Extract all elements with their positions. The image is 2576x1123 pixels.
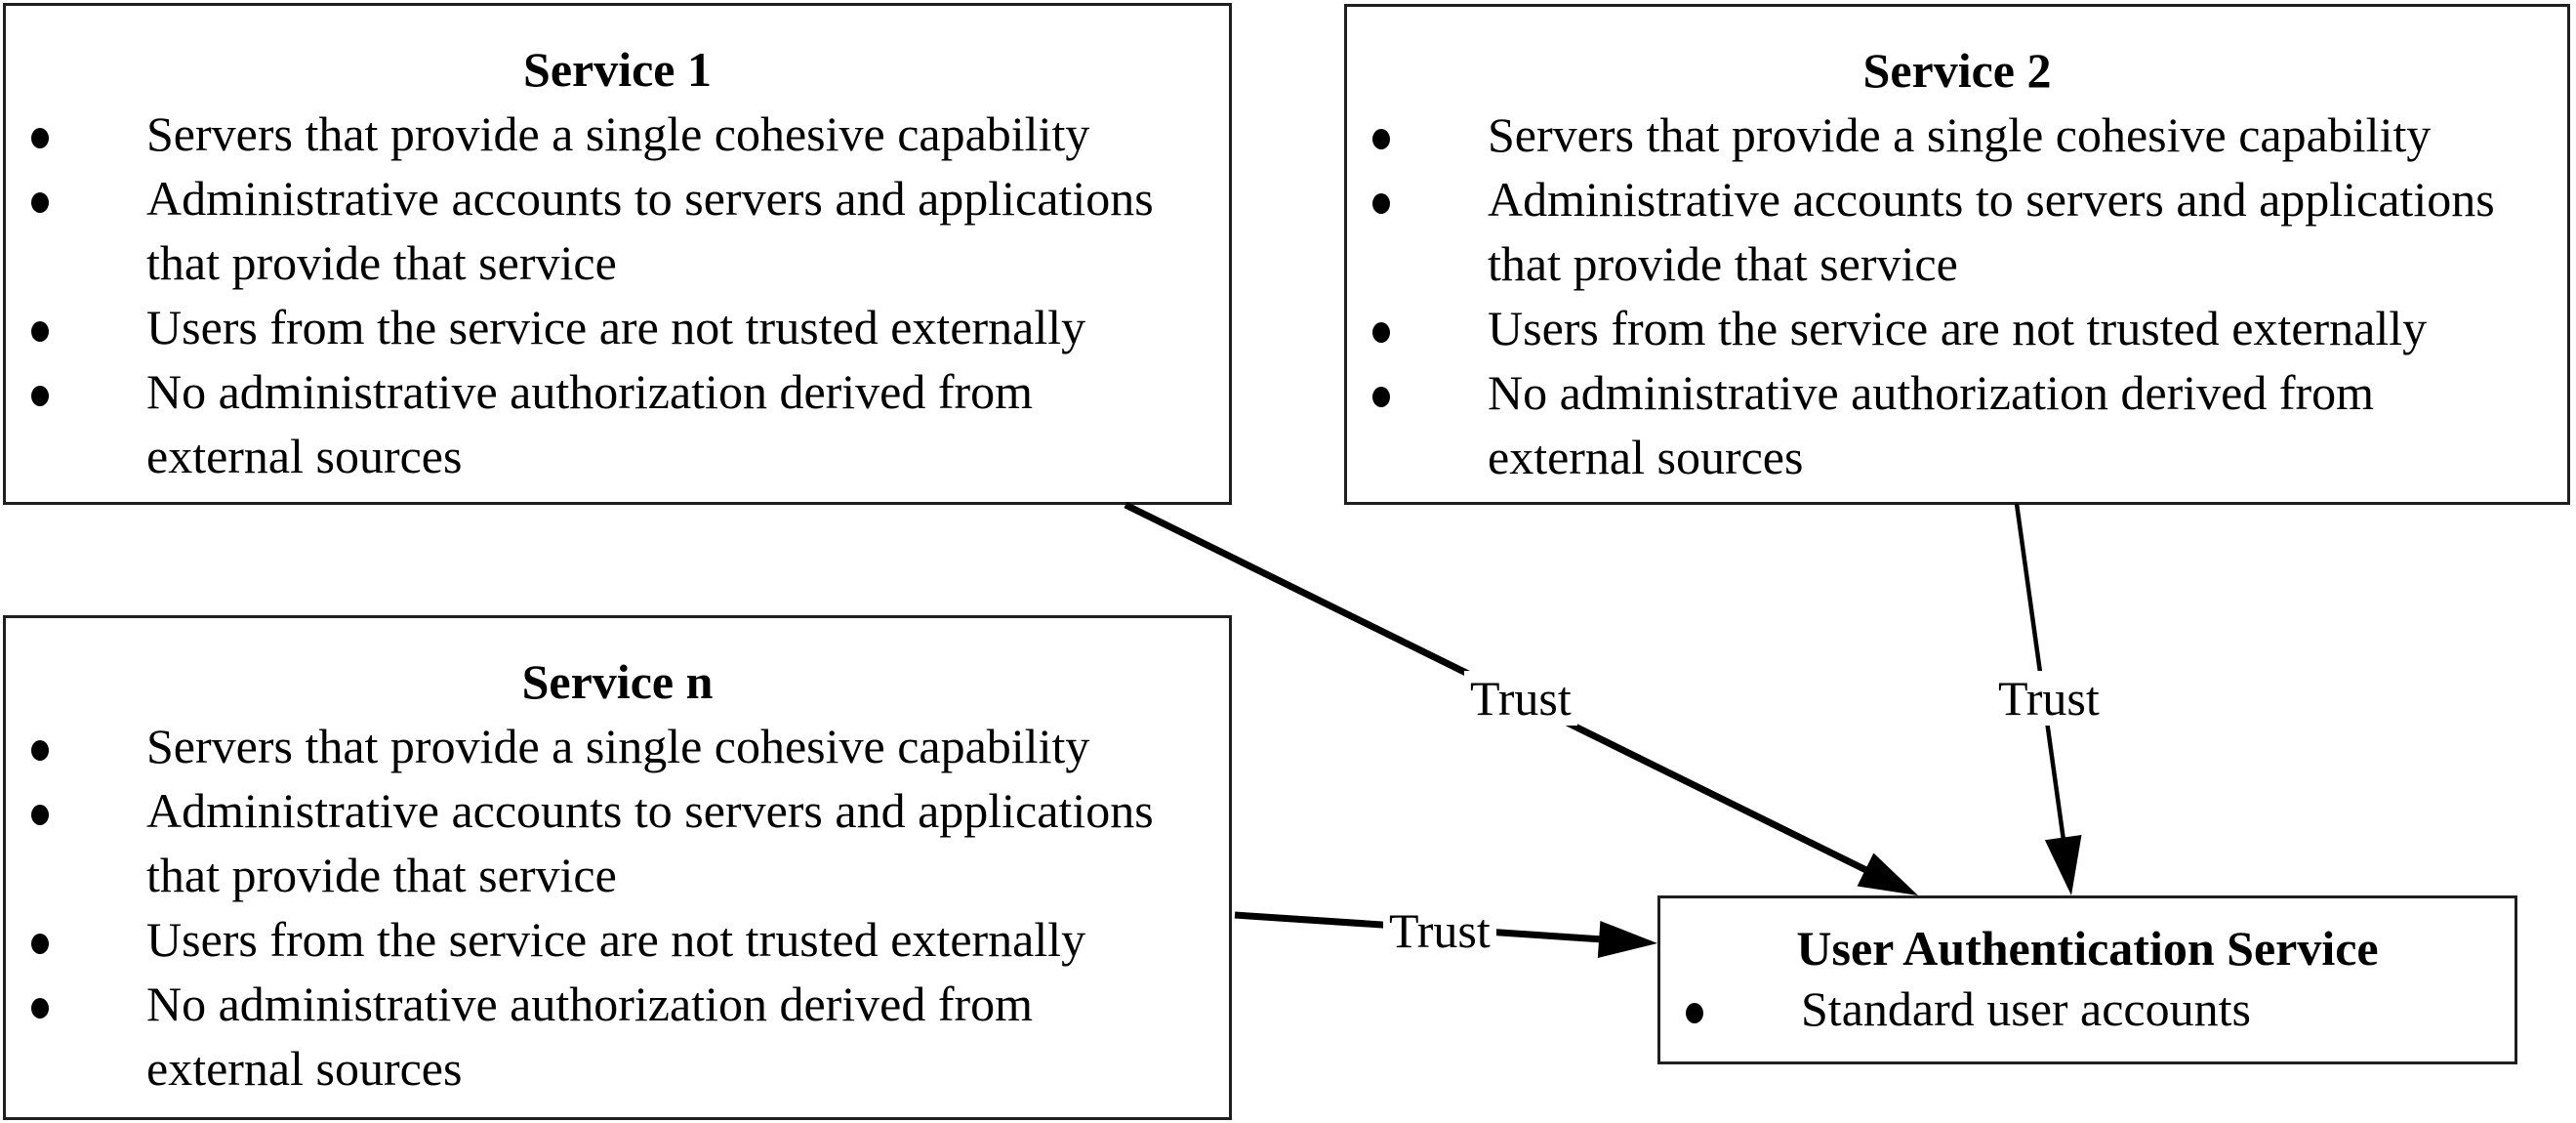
bullet-text: Servers that provide a single cohesive c… bbox=[146, 719, 1090, 773]
trust-label-servicen: Trust bbox=[1383, 903, 1496, 958]
bullet-text: No administrative authorization derived … bbox=[146, 364, 1034, 483]
bullet-text: Users from the service are not trusted e… bbox=[1488, 301, 2428, 355]
service-1-bullet-1: Servers that provide a single cohesive c… bbox=[6, 102, 1229, 166]
trust-label-service1: Trust bbox=[1464, 671, 1577, 726]
bullet-icon bbox=[31, 386, 49, 406]
bullet-text: Servers that provide a single cohesive c… bbox=[1488, 107, 2432, 162]
uas-bullet-1: Standard user accounts bbox=[1660, 978, 2515, 1039]
service-2-bullet-4: No administrative authorization derived … bbox=[1347, 360, 2567, 489]
bullet-text: Servers that provide a single cohesive c… bbox=[146, 106, 1090, 161]
service-n-bullet-1: Servers that provide a single cohesive c… bbox=[6, 714, 1229, 778]
bullet-icon bbox=[31, 998, 49, 1019]
service-1-bullet-2: Administrative accounts to servers and a… bbox=[6, 166, 1229, 295]
bullet-icon bbox=[31, 321, 49, 342]
bullet-icon bbox=[31, 934, 49, 954]
service-1-title: Service 1 bbox=[523, 42, 712, 97]
bullet-text: No administrative authorization derived … bbox=[1488, 365, 2375, 484]
service-n-bullet-4: No administrative authorization derived … bbox=[6, 972, 1229, 1101]
bullet-icon bbox=[1372, 129, 1390, 149]
bullet-text: Administrative accounts to servers and a… bbox=[1488, 172, 2495, 291]
service-2-bullet-1: Servers that provide a single cohesive c… bbox=[1347, 103, 2567, 167]
bullet-text: Administrative accounts to servers and a… bbox=[146, 171, 1154, 290]
bullet-text: Administrative accounts to servers and a… bbox=[146, 783, 1154, 902]
bullet-icon bbox=[1686, 1003, 1703, 1023]
bullet-icon bbox=[31, 805, 49, 825]
service-2-bullet-2: Administrative accounts to servers and a… bbox=[1347, 167, 2567, 296]
user-authentication-service-title: User Authentication Service bbox=[1796, 921, 2379, 976]
service-2-bullet-3: Users from the service are not trusted e… bbox=[1347, 296, 2567, 360]
bullet-icon bbox=[31, 128, 49, 148]
service-n-bullet-2: Administrative accounts to servers and a… bbox=[6, 778, 1229, 907]
bullet-icon bbox=[1372, 387, 1390, 407]
service-1-box: Service 1 Servers that provide a single … bbox=[3, 3, 1232, 505]
bullet-text: No administrative authorization derived … bbox=[146, 977, 1034, 1096]
user-authentication-service-box: User Authentication Service Standard use… bbox=[1657, 895, 2517, 1064]
trust-label-service2: Trust bbox=[1992, 671, 2106, 726]
bullet-text: Users from the service are not trusted e… bbox=[146, 912, 1086, 967]
bullet-icon bbox=[31, 192, 49, 213]
service-2-title: Service 2 bbox=[1862, 43, 2052, 98]
bullet-text: Standard user accounts bbox=[1801, 981, 2251, 1036]
service-n-box: Service n Servers that provide a single … bbox=[3, 615, 1232, 1120]
service-n-bullet-3: Users from the service are not trusted e… bbox=[6, 907, 1229, 972]
bullet-icon bbox=[1372, 193, 1390, 214]
service-1-bullet-4: No administrative authorization derived … bbox=[6, 359, 1229, 488]
service-2-box: Service 2 Servers that provide a single … bbox=[1344, 4, 2570, 505]
bullet-icon bbox=[31, 740, 49, 761]
bullet-icon bbox=[1372, 322, 1390, 343]
service-n-title: Service n bbox=[521, 654, 714, 709]
service-1-bullet-3: Users from the service are not trusted e… bbox=[6, 295, 1229, 359]
bullet-text: Users from the service are not trusted e… bbox=[146, 300, 1086, 354]
